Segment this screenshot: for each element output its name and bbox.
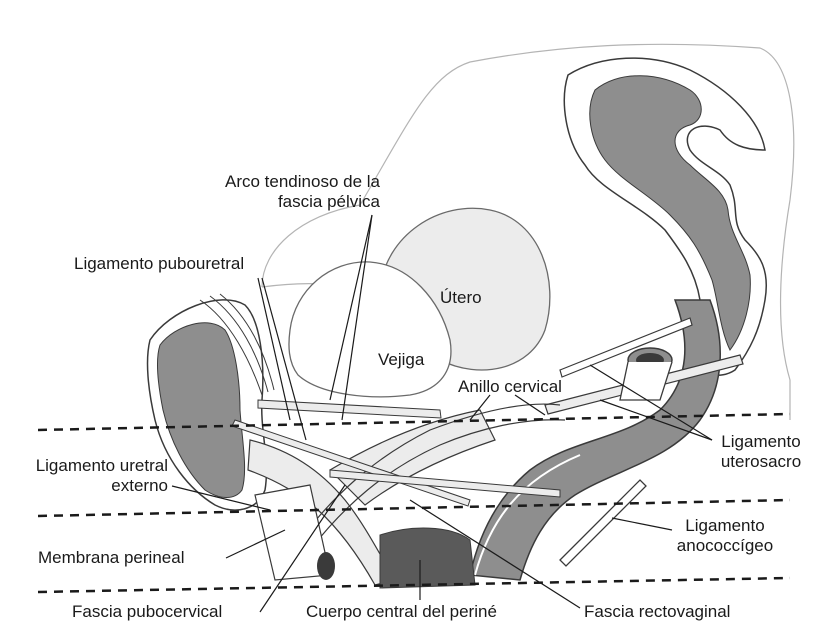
label-ligamento-uretral-externo: Ligamento uretral externo <box>2 456 168 496</box>
arcus-band <box>258 400 441 418</box>
cervix-body <box>620 362 672 400</box>
label-uterosacro-line1: Ligamento <box>706 432 816 452</box>
label-membrana-perineal: Membrana perineal <box>38 548 184 568</box>
label-uterosacro-line2: uterosacro <box>706 452 816 472</box>
perineal-body <box>380 528 475 588</box>
label-arco-tendinoso: Arco tendinoso de la fascia pélvica <box>180 172 380 212</box>
vagina <box>330 410 495 505</box>
uterosacral-band-1 <box>560 318 692 377</box>
label-ligamento-pubouretral: Ligamento pubouretral <box>74 254 244 274</box>
label-arco-line2: fascia pélvica <box>180 192 380 212</box>
label-ligamento-anococcigeo: Ligamento anococcígeo <box>660 516 790 556</box>
label-vejiga: Vejiga <box>378 350 424 370</box>
label-cuerpo-central: Cuerpo central del periné <box>306 602 497 622</box>
label-anillo-cervical: Anillo cervical <box>458 377 562 397</box>
label-ligamento-uterosacro: Ligamento uterosacro <box>706 432 816 472</box>
pubic-bone <box>157 323 244 498</box>
label-fascia-rectovaginal: Fascia rectovaginal <box>584 602 730 622</box>
label-arco-line1: Arco tendinoso de la <box>180 172 380 192</box>
label-fascia-pubocervical: Fascia pubocervical <box>72 602 222 622</box>
anal-sphincter <box>317 552 335 580</box>
label-anococcigeo-line2: anococcígeo <box>660 536 790 556</box>
label-uretral-line1: Ligamento uretral <box>2 456 168 476</box>
label-uretral-line2: externo <box>2 476 168 496</box>
label-anococcigeo-line1: Ligamento <box>660 516 790 536</box>
label-utero: Útero <box>440 288 482 308</box>
